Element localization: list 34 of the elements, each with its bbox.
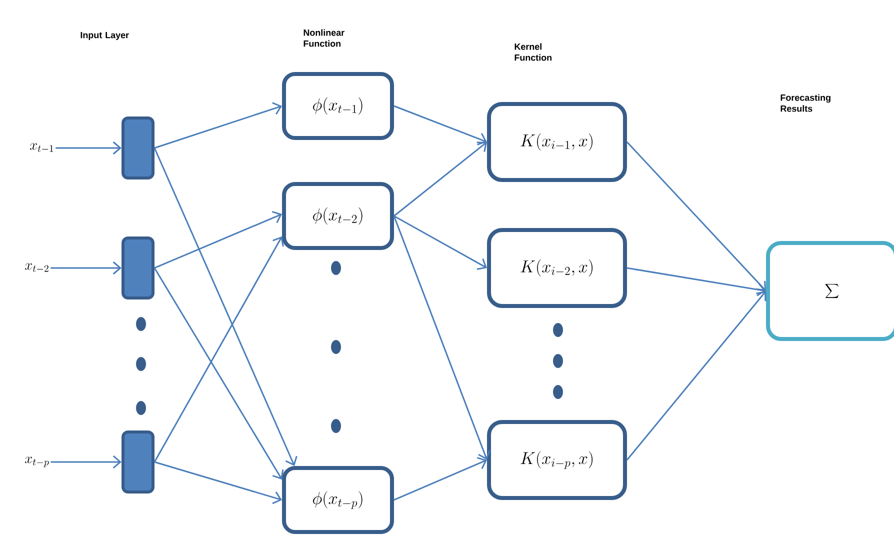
column-heading: Nonlinear Function — [304, 29, 344, 47]
arrow — [393, 216, 490, 460]
column-heading: Input Layer — [80, 32, 129, 40]
arrow — [154, 268, 284, 480]
arrow — [626, 141, 766, 291]
input-variable: $x_{t-2}$ — [25, 263, 48, 272]
arrow — [154, 148, 298, 466]
kernel-function-box: $K(x_{i-p},x)$ — [487, 420, 627, 500]
arrow — [394, 105, 487, 146]
arrow — [154, 102, 282, 149]
arrow — [56, 141, 122, 155]
input-variable: $x_{t-p}$ — [25, 456, 49, 468]
input-variable: $x_{t-1}$ — [30, 143, 54, 152]
nonlinear-function-box: $\phi(x_{t-2})$ — [282, 182, 394, 250]
nonlinear-function-box: $\phi(x_{t-p})$ — [282, 466, 394, 534]
arrow — [154, 210, 282, 269]
summation-box: $\sum$ — [766, 241, 894, 341]
input-node — [122, 116, 154, 180]
arrow — [50, 455, 122, 469]
column-heading: Forecasting Results — [780, 94, 830, 112]
arrow — [626, 267, 766, 296]
arrow — [154, 461, 282, 504]
kernel-function-box: $K(x_{i-2},x)$ — [487, 228, 627, 308]
input-node — [122, 236, 154, 300]
arrow — [394, 456, 487, 501]
arrow — [154, 236, 284, 462]
arrow — [626, 291, 766, 460]
arrow — [394, 142, 487, 217]
kernel-function-box: $K(x_{i-1},x)$ — [487, 102, 627, 182]
column-heading: Kernel Function — [514, 43, 552, 61]
nonlinear-function-box: $\phi(x_{t-1})$ — [282, 72, 394, 140]
arrow — [50, 261, 122, 275]
input-node — [122, 430, 154, 494]
arrow — [394, 215, 487, 270]
